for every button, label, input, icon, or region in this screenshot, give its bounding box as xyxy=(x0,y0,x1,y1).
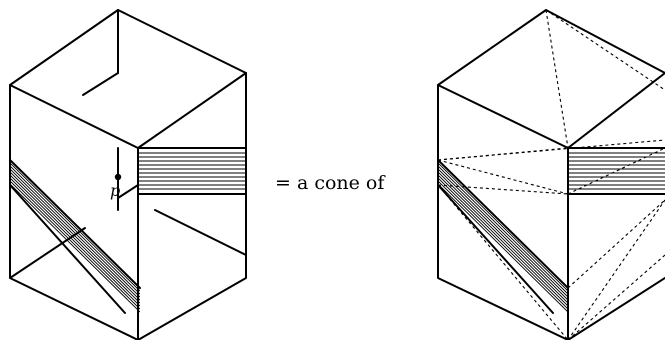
right-cone-dashed-lines xyxy=(437,9,665,340)
right-hatch-front-stripe xyxy=(568,152,665,190)
right-hatch-diagonal-band xyxy=(438,162,568,313)
point-p-marker xyxy=(114,173,122,181)
left-hatch-diagonal-band xyxy=(10,162,140,313)
right-edges xyxy=(437,9,665,340)
left-solid: p xyxy=(9,9,247,340)
left-hatch-front-stripe xyxy=(138,152,246,190)
equation-text: = a cone of xyxy=(275,172,386,194)
point-p-label: p xyxy=(110,181,120,200)
left-edges xyxy=(9,9,247,340)
right-solid xyxy=(437,9,665,340)
